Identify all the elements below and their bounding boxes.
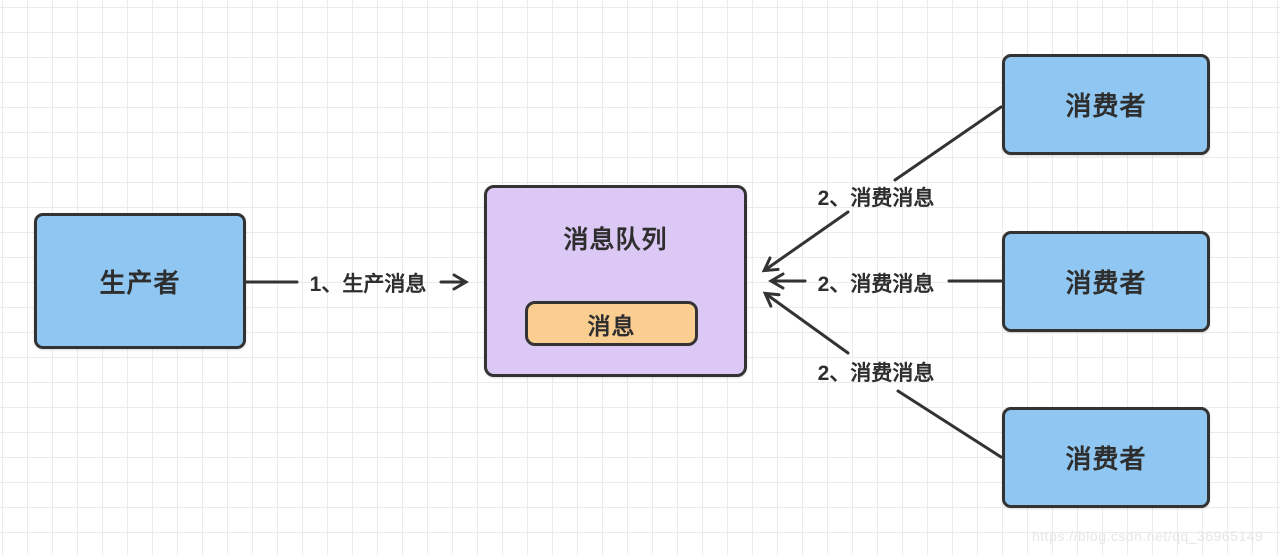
edge-label-consume-3: 2、消费消息 [817,362,935,385]
consumer-node-3: 消费者 [1002,407,1210,508]
consumer-1-label: 消费者 [1065,91,1147,121]
consumer-node-2: 消费者 [1002,231,1210,332]
edge-label-consume-1: 2、消费消息 [817,187,935,210]
producer-label: 生产者 [99,267,181,298]
csdn-watermark: https://blog.csdn.net/qq_36965149 [1032,528,1264,544]
message-queue-node: 消息队列 消息 [484,185,747,377]
edge-consume3-segment-a [896,389,1003,459]
message-node: 消息 [525,301,698,346]
edge-consume1-segment-a [893,105,1003,182]
consumer-2-label: 消费者 [1065,268,1147,298]
message-label: 消息 [587,312,636,339]
edge-label-consume-2: 2、消费消息 [817,273,935,296]
consumer-3-label: 消费者 [1065,444,1147,474]
consumer-node-1: 消费者 [1002,54,1210,155]
edge-label-produce: 1、生产消息 [309,273,427,296]
edge-consume3-segment-b [762,291,850,355]
message-queue-label: 消息队列 [563,226,668,254]
edge-consume1-segment-b [761,210,850,273]
producer-node: 生产者 [34,213,246,349]
